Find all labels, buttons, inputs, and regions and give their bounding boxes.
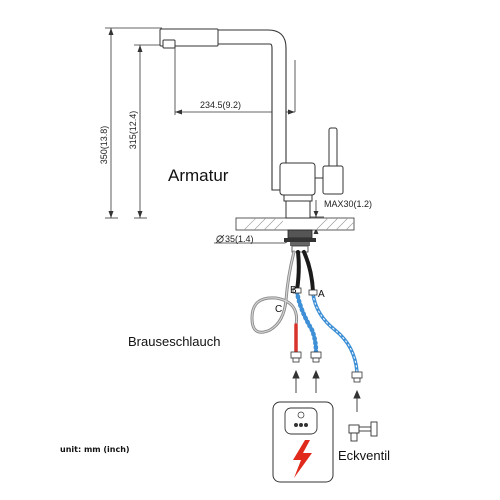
- hose-label-c: C: [275, 304, 282, 315]
- water-heater: [272, 401, 334, 483]
- supply-hoses: [250, 250, 359, 374]
- spray-hose-label: Brauseschlauch: [128, 334, 221, 349]
- hose-label-b: B: [290, 285, 297, 296]
- total-height-label: 350(13.8): [99, 126, 109, 165]
- arrow-up-icon: [292, 369, 361, 412]
- unit-note: unit: mm (inch): [60, 445, 130, 454]
- lightning-icon: [293, 440, 312, 478]
- hole-diameter-group: 35(1.4): [215, 234, 254, 244]
- hose-label-a: A: [318, 289, 325, 300]
- faucet-label: Armatur: [168, 166, 229, 185]
- spout-height-label: 315(12.4): [128, 111, 138, 150]
- diameter-icon: [215, 234, 225, 244]
- mounting-nut: [284, 229, 316, 253]
- angle-valve-label: Eckventil: [338, 448, 390, 463]
- hose-fittings: [290, 287, 363, 383]
- countertop: [235, 217, 355, 231]
- angle-valve: [348, 421, 378, 442]
- faucet: [159, 28, 344, 219]
- spout-reach-label: 234.5(9.2): [200, 100, 241, 110]
- hole-diameter-label: 35(1.4): [225, 234, 254, 244]
- max-thickness-label: MAX30(1.2): [324, 199, 372, 209]
- dimension-arrowheads: [108, 28, 319, 234]
